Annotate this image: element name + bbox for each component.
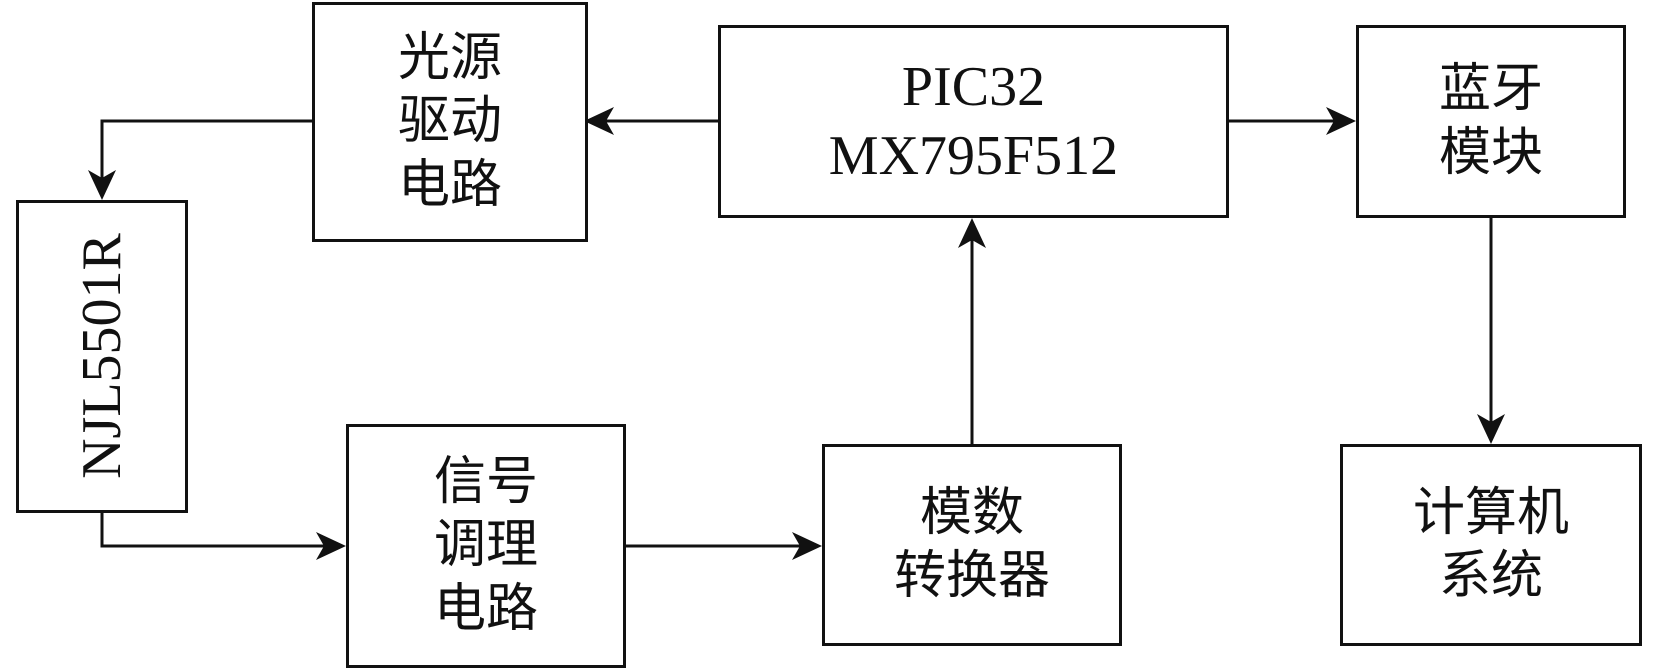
light-driver-label-line-3: 电路	[397, 154, 502, 215]
signal-conditioning-block: 信号 调理 电路	[346, 424, 626, 668]
adc-label-line-1: 模数	[919, 482, 1024, 543]
arrowhead-sensor-to-signal	[316, 532, 346, 560]
signal-conditioning-label-line-1: 信号	[433, 451, 538, 512]
computer-label-line-1: 计算机	[1412, 482, 1569, 543]
light-driver-block: 光源 驱动 电路	[312, 2, 588, 242]
bluetooth-label-line-1: 蓝牙	[1438, 59, 1543, 120]
arrowhead-light-driver-to-sensor	[88, 170, 116, 200]
light-driver-label-line-1: 光源	[397, 27, 502, 88]
arrow-light-driver-to-sensor	[100, 119, 312, 178]
arrowhead-mcu-to-bluetooth	[1326, 107, 1356, 135]
arrowhead-mcu-to-light-driver	[584, 107, 614, 135]
bluetooth-label-line-2: 模块	[1438, 122, 1543, 183]
signal-conditioning-label-line-3: 电路	[433, 578, 538, 639]
mcu-block: PIC32 MX795F512	[718, 25, 1229, 218]
signal-conditioning-label-line-2: 调理	[433, 515, 538, 576]
mcu-label-line-1: PIC32	[901, 56, 1046, 119]
mcu-label-line-2: MX795F512	[828, 124, 1119, 187]
sensor-block	[16, 200, 188, 513]
adc-label-line-2: 转换器	[893, 546, 1050, 606]
light-driver-label-line-2: 驱动	[397, 91, 502, 152]
arrowhead-bluetooth-to-computer	[1477, 414, 1505, 444]
computer-label-line-2: 系统	[1438, 546, 1543, 606]
adc-block: 模数 转换器	[822, 444, 1122, 646]
bluetooth-block: 蓝牙 模块	[1356, 25, 1626, 218]
arrowhead-adc-to-mcu	[958, 218, 986, 248]
arrow-sensor-to-signal	[100, 513, 328, 548]
arrowhead-signal-to-adc	[792, 532, 822, 560]
computer-block: 计算机 系统	[1340, 444, 1642, 646]
sensor-label: NJL5501R	[71, 233, 133, 479]
